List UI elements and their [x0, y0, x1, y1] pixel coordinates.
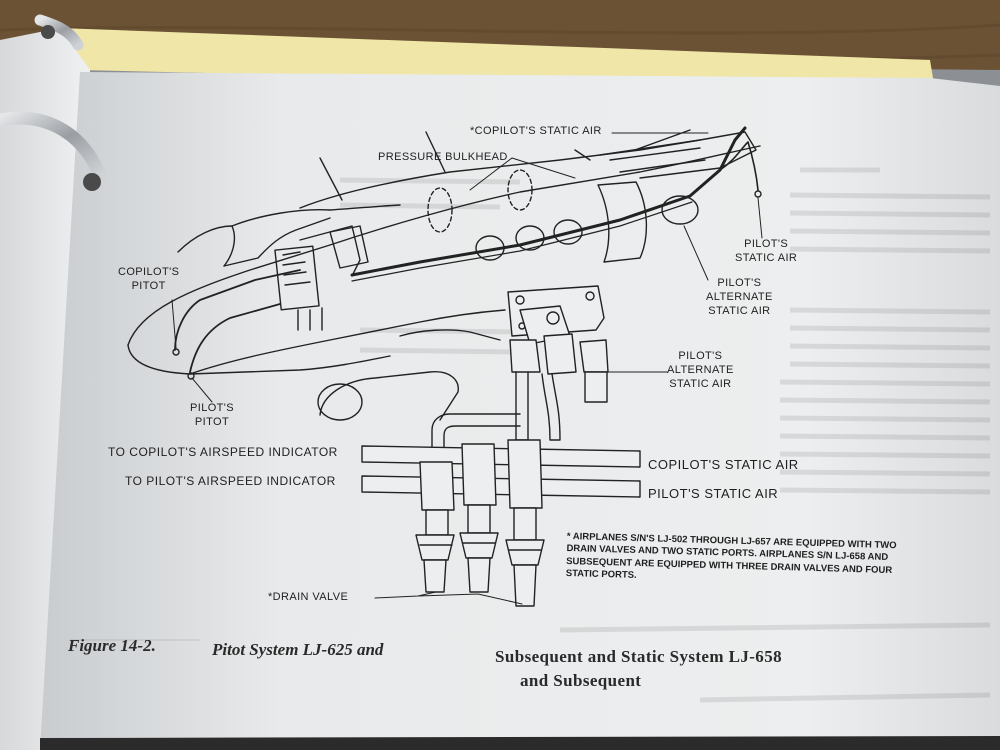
footnote: * AIRPLANES S/N'S LJ-502 THROUGH LJ-657 … — [565, 531, 897, 581]
aft-bulkhead — [597, 181, 648, 263]
label-pilot-static-air-line: PILOT'S STATIC AIR — [648, 486, 779, 501]
drain-stem-left — [425, 509, 449, 536]
static-tube-run — [350, 126, 747, 277]
engine-nacelle — [319, 371, 459, 421]
manifold-knob — [546, 311, 560, 325]
label-copilot-pitot: COPILOT'S PITOT — [118, 266, 180, 292]
copilot-pitot-port — [172, 348, 180, 356]
drain-valve-left — [415, 534, 455, 593]
binder-ring-upper — [0, 111, 107, 182]
tee-center — [461, 443, 497, 506]
drain-stem-right — [513, 507, 537, 541]
main-page — [40, 72, 1000, 750]
plumbing-detail — [361, 285, 641, 607]
panel-lines — [282, 251, 311, 286]
leader-pilot-static-top — [757, 197, 763, 239]
leader-copilot-pitot — [171, 299, 177, 349]
pilot-pitot-port — [187, 372, 195, 380]
label-to-pilot-airspeed: TO PILOT'S AIRSPEED INDICATOR — [125, 474, 336, 488]
ring-hole-top — [41, 25, 55, 39]
bleed-through-text — [339, 167, 991, 703]
label-pressure-bulkhead: PRESSURE BULKHEAD — [378, 151, 508, 163]
windshield-frame — [223, 217, 331, 267]
tee-left — [419, 461, 455, 511]
fitting-left — [509, 339, 541, 373]
wing-leading-edge — [399, 329, 501, 341]
caption-part3: and Subsequent — [520, 671, 642, 690]
bulkhead-ring — [427, 187, 453, 233]
leader-pressure-bulkhead-1 — [469, 157, 513, 191]
structure-line — [425, 131, 446, 173]
leader-alt-static-upper — [683, 225, 709, 281]
instrument-panel — [274, 245, 320, 311]
page-bottom-shadow — [40, 736, 1000, 750]
left-pages — [0, 28, 90, 750]
tube-center-down — [541, 373, 561, 441]
binder-rings — [0, 14, 107, 191]
pilot-pitot-line — [189, 303, 281, 373]
caption-figure-number: Figure 14-2. — [68, 636, 156, 655]
aircraft-illustration — [127, 126, 763, 421]
bulkhead-ring — [507, 169, 533, 211]
alt-static-port-body — [584, 371, 608, 403]
label-pilot-static-air-top: PILOT'S STATIC AIR — [735, 238, 798, 264]
static-loop — [553, 219, 583, 245]
label-drain-valve: *DRAIN VALVE — [268, 591, 349, 603]
cockpit-canopy — [231, 204, 401, 227]
fuselage-belly — [127, 344, 391, 375]
leader-pilot-pitot — [191, 377, 213, 403]
label-to-copilot-airspeed: TO COPILOT'S AIRSPEED INDICATOR — [108, 445, 338, 459]
static-loop — [661, 195, 699, 225]
binder-ring-top — [34, 14, 84, 51]
caption-part1: Pitot System LJ-625 and — [212, 640, 384, 659]
label-pilot-alternate-static-air-upper: PILOT'S ALTERNATE STATIC AIR — [706, 277, 773, 317]
drain-valve-center — [459, 532, 499, 593]
cockpit-plumbing — [297, 225, 361, 331]
manifold-bolt — [585, 291, 595, 301]
tee-right — [507, 439, 543, 509]
fuselage-outline — [127, 145, 761, 346]
tube-to-left-tee — [431, 413, 521, 463]
drain-valve-right — [505, 539, 545, 607]
pilot-static-port — [754, 190, 762, 198]
fitting-right — [579, 339, 609, 373]
pilot-static-tube — [719, 141, 759, 191]
structure-line — [319, 157, 343, 201]
drain-stem-center — [467, 504, 491, 534]
label-pilot-alternate-static-air-lower: PILOT'S ALTERNATE STATIC AIR — [667, 350, 734, 390]
fuselage-lower-line — [189, 309, 506, 375]
caption-part2: Subsequent and Static System LJ-658 — [495, 647, 782, 666]
leader-drain-valve — [374, 591, 523, 605]
label-copilot-static-air-top: *COPILOT'S STATIC AIR — [470, 125, 602, 137]
fitting-center — [543, 333, 577, 375]
nacelle-intake — [317, 383, 363, 421]
label-copilot-static-air-line: COPILOT'S STATIC AIR — [648, 457, 799, 472]
cockpit-box — [329, 225, 369, 269]
ring-hole — [83, 173, 101, 191]
structure-line — [574, 149, 591, 161]
leader-pressure-bulkhead-2 — [511, 157, 576, 179]
label-pilot-pitot: PILOT'S PITOT — [190, 402, 235, 428]
tail-outline — [599, 131, 757, 179]
static-tube-run-inner — [351, 201, 693, 282]
manifold-bolt — [515, 295, 525, 305]
upper-fuselage — [299, 139, 701, 209]
